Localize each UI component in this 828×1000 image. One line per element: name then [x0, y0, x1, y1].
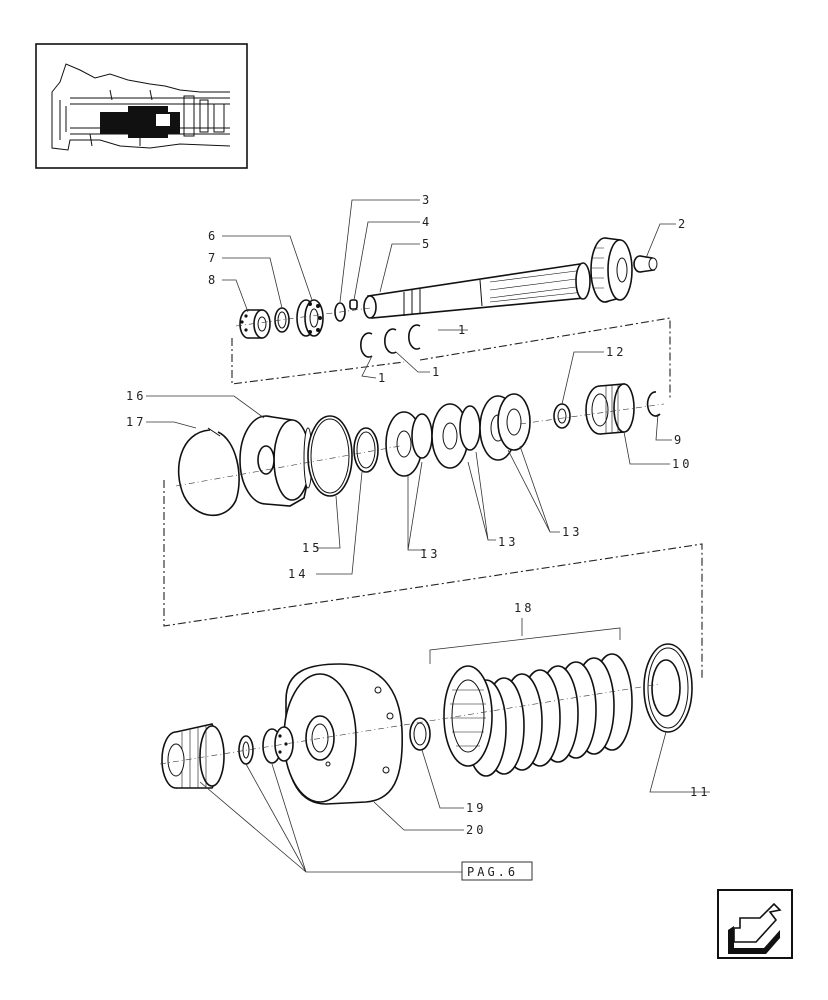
- part-clutch-pack-18[interactable]: [443, 653, 633, 777]
- back-button[interactable]: [717, 889, 793, 959]
- assembly-boundary-middle: [163, 480, 703, 680]
- part-snap-rings-1[interactable]: [360, 324, 421, 358]
- callout-13-b: 13: [498, 535, 518, 549]
- part-springs-13[interactable]: [385, 393, 531, 477]
- callout-10: 10: [672, 457, 692, 471]
- part-bearing-6[interactable]: [296, 299, 324, 337]
- part-snap-ring-17[interactable]: [177, 427, 240, 517]
- part-bearing-8[interactable]: [239, 309, 271, 339]
- part-shaft-5[interactable]: [363, 237, 633, 319]
- part-gear-group-pag6[interactable]: [161, 723, 294, 789]
- part-washer-12[interactable]: [553, 403, 571, 429]
- part-oring-15[interactable]: [307, 415, 353, 497]
- part-seal-14[interactable]: [353, 427, 379, 473]
- callout-3: 3: [422, 193, 432, 207]
- shaft-gear: [590, 237, 633, 303]
- part-gear-hub-10[interactable]: [585, 383, 635, 435]
- part-oring-19[interactable]: [409, 717, 431, 751]
- callout-14: 14: [288, 567, 308, 581]
- callout-2: 2: [678, 217, 688, 231]
- part-ring-7[interactable]: [274, 307, 290, 333]
- part-piston-16[interactable]: [239, 415, 313, 507]
- callout-15: 15: [302, 541, 322, 555]
- leader-lines: [146, 199, 710, 873]
- callout-18: 18: [514, 601, 534, 615]
- callout-12: 12: [606, 345, 626, 359]
- part-ball-4[interactable]: [349, 299, 358, 310]
- back-arrow-icon: [728, 902, 782, 954]
- callout-19: 19: [466, 801, 486, 815]
- callout-1-b: 1: [378, 371, 388, 385]
- callout-9: 9: [674, 433, 684, 447]
- callout-labels: 1 1 1 1 2 3 4 5 6 7 8 9 10 11 12 13 13 1…: [126, 193, 710, 837]
- part-ring-9[interactable]: [646, 391, 661, 417]
- page-reference-box[interactable]: PAG.6: [461, 861, 533, 881]
- callout-16: 16: [126, 389, 146, 403]
- callout-1-c: 1: [432, 365, 442, 379]
- callout-1-a: 1: [458, 323, 468, 337]
- callout-7: 7: [208, 251, 218, 265]
- callout-17: 17: [126, 415, 146, 429]
- callout-8: 8: [208, 273, 218, 287]
- callout-13-a: 13: [420, 547, 440, 561]
- page-reference-label: PAG.6: [467, 865, 518, 879]
- callout-20: 20: [466, 823, 486, 837]
- locator-highlight: [100, 106, 180, 138]
- part-plate-11[interactable]: [643, 643, 693, 733]
- callout-6: 6: [208, 229, 218, 243]
- part-cap-2[interactable]: [633, 255, 658, 273]
- callout-5: 5: [422, 237, 432, 251]
- callout-13-c: 13: [562, 525, 582, 539]
- callout-11: 11: [690, 785, 710, 799]
- part-drum-20[interactable]: [283, 663, 403, 805]
- assembly-boundary-upper: [231, 317, 671, 398]
- callout-4: 4: [422, 215, 432, 229]
- locator-thumbnail[interactable]: [35, 43, 248, 169]
